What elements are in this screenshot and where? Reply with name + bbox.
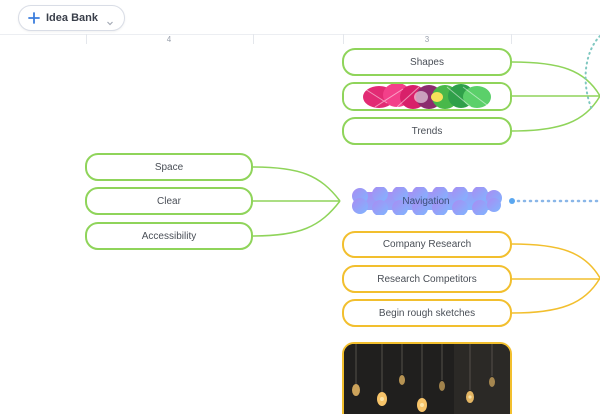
- node-image-dahlia[interactable]: [342, 82, 512, 111]
- node-company-research[interactable]: Company Research: [342, 231, 512, 258]
- node-research-competitors[interactable]: Research Competitors: [342, 265, 512, 293]
- plus-icon: [27, 11, 41, 25]
- node-image-light-bulbs[interactable]: [342, 342, 512, 414]
- cloud-shape: [352, 187, 502, 215]
- central-topic-navigation[interactable]: Navigation: [346, 187, 506, 215]
- node-space[interactable]: Space: [85, 153, 253, 181]
- node-clear[interactable]: Clear: [85, 187, 253, 215]
- node-begin-rough-sketches[interactable]: Begin rough sketches: [342, 299, 512, 327]
- central-topic-label: Navigation: [402, 195, 450, 207]
- node-label: Research Competitors: [377, 273, 477, 285]
- column-number: 4: [166, 35, 172, 44]
- node-shapes[interactable]: Shapes: [342, 48, 512, 76]
- column-divider: [86, 34, 87, 44]
- column-number: 3: [424, 35, 430, 44]
- node-label: Space: [154, 161, 184, 173]
- column-divider: [511, 34, 512, 44]
- column-divider: [253, 34, 254, 44]
- idea-bank-button[interactable]: Idea Bank: [18, 5, 125, 31]
- column-divider: [343, 34, 344, 44]
- node-label: Clear: [157, 195, 181, 207]
- node-accessibility[interactable]: Accessibility: [85, 222, 253, 250]
- dahlia-image: [344, 84, 510, 109]
- node-label: Trends: [411, 125, 443, 137]
- node-label: Company Research: [382, 239, 472, 250]
- idea-bank-label: Idea Bank: [46, 12, 98, 24]
- node-label: Shapes: [410, 56, 444, 68]
- light-bulbs-image: [344, 344, 510, 414]
- node-trends[interactable]: Trends: [342, 117, 512, 145]
- node-label: Accessibility: [141, 230, 197, 242]
- node-label: Begin rough sketches: [378, 307, 476, 319]
- chevron-down-icon[interactable]: [106, 14, 114, 26]
